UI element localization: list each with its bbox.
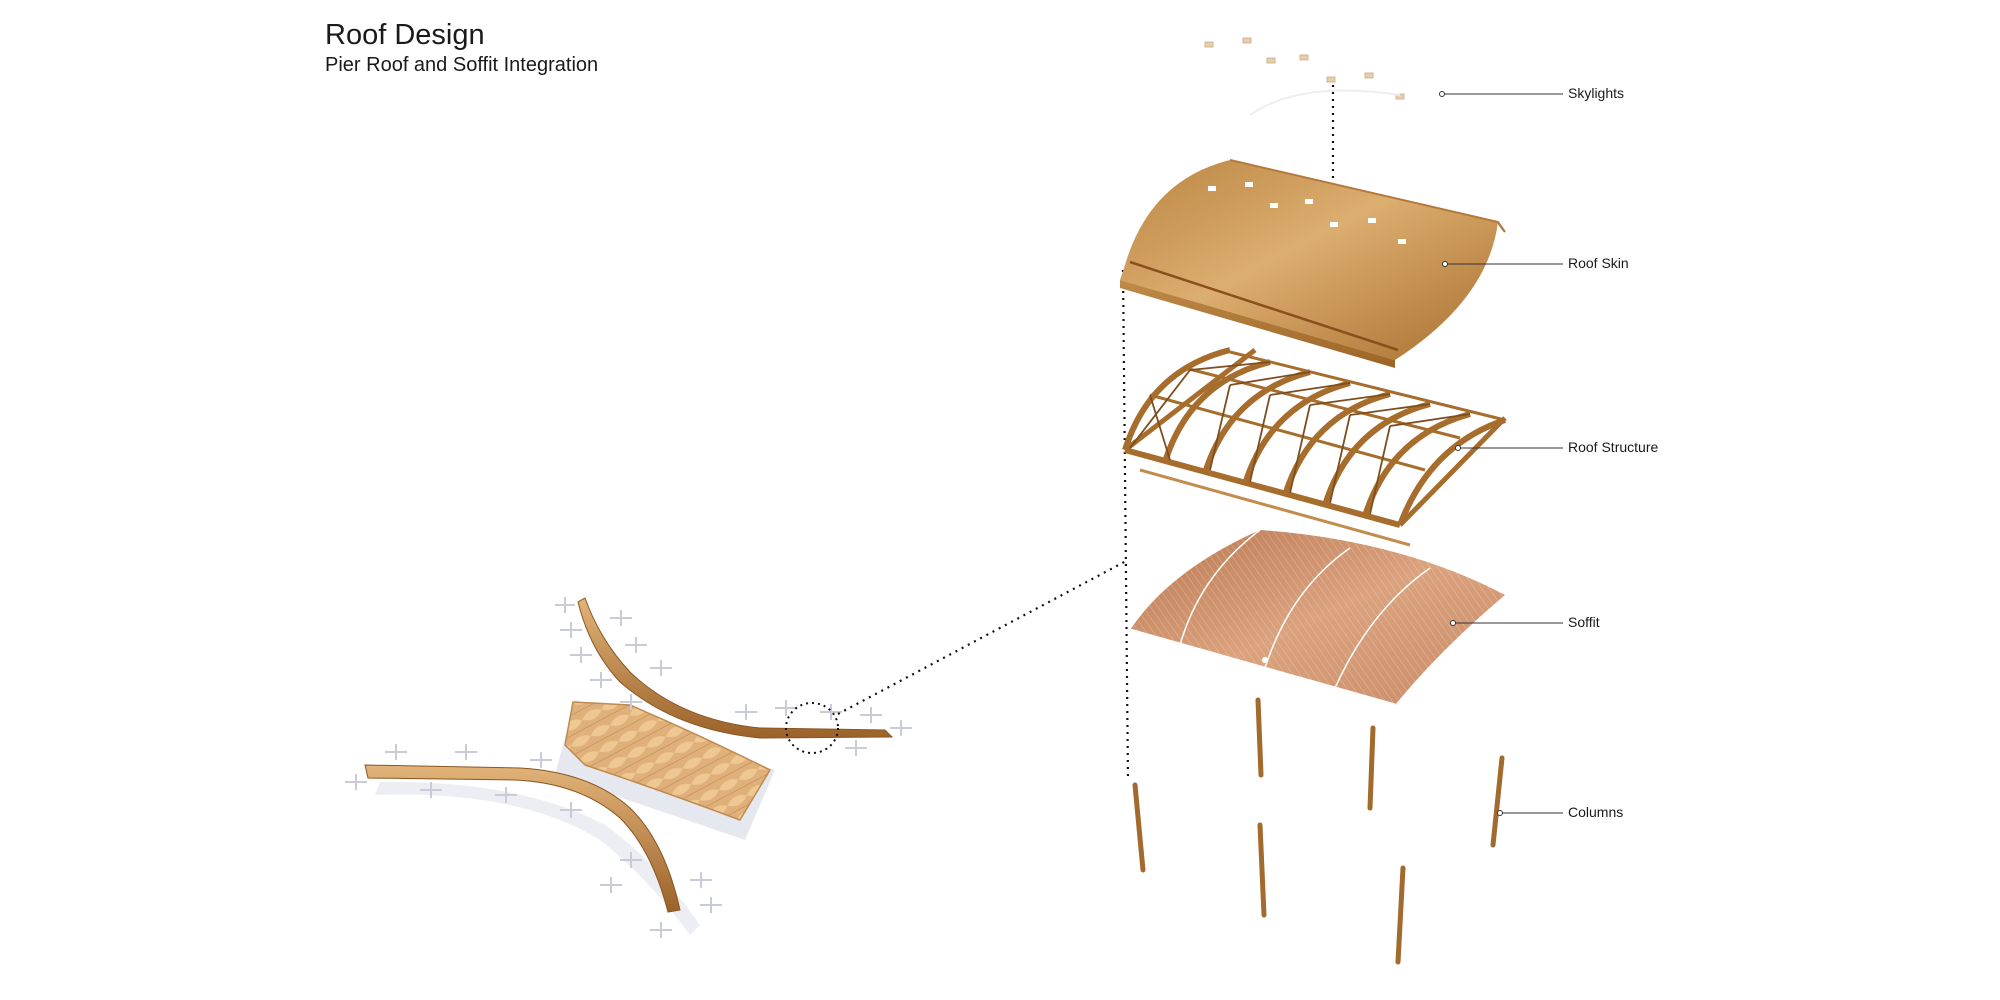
column bbox=[1395, 865, 1406, 965]
leader-dot-roof-structure bbox=[1455, 445, 1461, 451]
projection-lines bbox=[837, 85, 1335, 781]
column bbox=[1257, 822, 1267, 918]
detail-callout-circle bbox=[785, 702, 839, 754]
callout-leaders bbox=[1439, 91, 1563, 816]
site-plan bbox=[345, 597, 912, 938]
leader-dot-columns bbox=[1497, 810, 1503, 816]
roof-skin-edge bbox=[1120, 280, 1395, 368]
skylight bbox=[1299, 54, 1309, 61]
lower-pier-roof bbox=[364, 764, 681, 913]
skylight bbox=[1364, 72, 1374, 79]
title-block: Roof Design Pier Roof and Soffit Integra… bbox=[325, 18, 598, 78]
label-columns: Columns bbox=[1568, 804, 1624, 820]
aircraft-group-upper bbox=[555, 597, 912, 756]
label-soffit: Soffit bbox=[1568, 614, 1600, 630]
skylight bbox=[1242, 37, 1252, 44]
roof-skin-surface bbox=[1120, 160, 1498, 360]
leader-dot-skylights bbox=[1439, 91, 1445, 97]
soffit bbox=[1129, 529, 1505, 707]
column bbox=[1132, 782, 1146, 873]
pier-shadow bbox=[375, 781, 700, 935]
column bbox=[1255, 697, 1264, 778]
skylight-ghost-arc bbox=[1249, 89, 1401, 116]
roof-skin-seam bbox=[1129, 260, 1399, 352]
roof-skin-openings bbox=[1208, 182, 1406, 244]
page-subtitle: Pier Roof and Soffit Integration bbox=[325, 54, 599, 76]
label-skylights: Skylights bbox=[1568, 85, 1625, 101]
skylight-panels bbox=[1204, 37, 1405, 100]
column bbox=[1490, 755, 1505, 848]
leader-dot-soffit bbox=[1450, 620, 1456, 626]
column bbox=[1367, 725, 1376, 811]
skylight bbox=[1326, 76, 1336, 83]
roof-structure bbox=[1122, 347, 1507, 547]
columns bbox=[1132, 697, 1505, 965]
aircraft-group-lower bbox=[345, 744, 722, 938]
skylight bbox=[1266, 57, 1276, 64]
label-roof-skin: Roof Skin bbox=[1568, 255, 1629, 271]
label-roof-structure: Roof Structure bbox=[1568, 439, 1659, 455]
skylight bbox=[1204, 41, 1214, 48]
leader-dot-roof-skin bbox=[1442, 261, 1448, 267]
page-title: Roof Design bbox=[325, 19, 485, 51]
terminal-roof-pad bbox=[564, 701, 772, 821]
upper-pier-roof bbox=[577, 597, 894, 739]
roof-skin bbox=[1120, 159, 1506, 368]
